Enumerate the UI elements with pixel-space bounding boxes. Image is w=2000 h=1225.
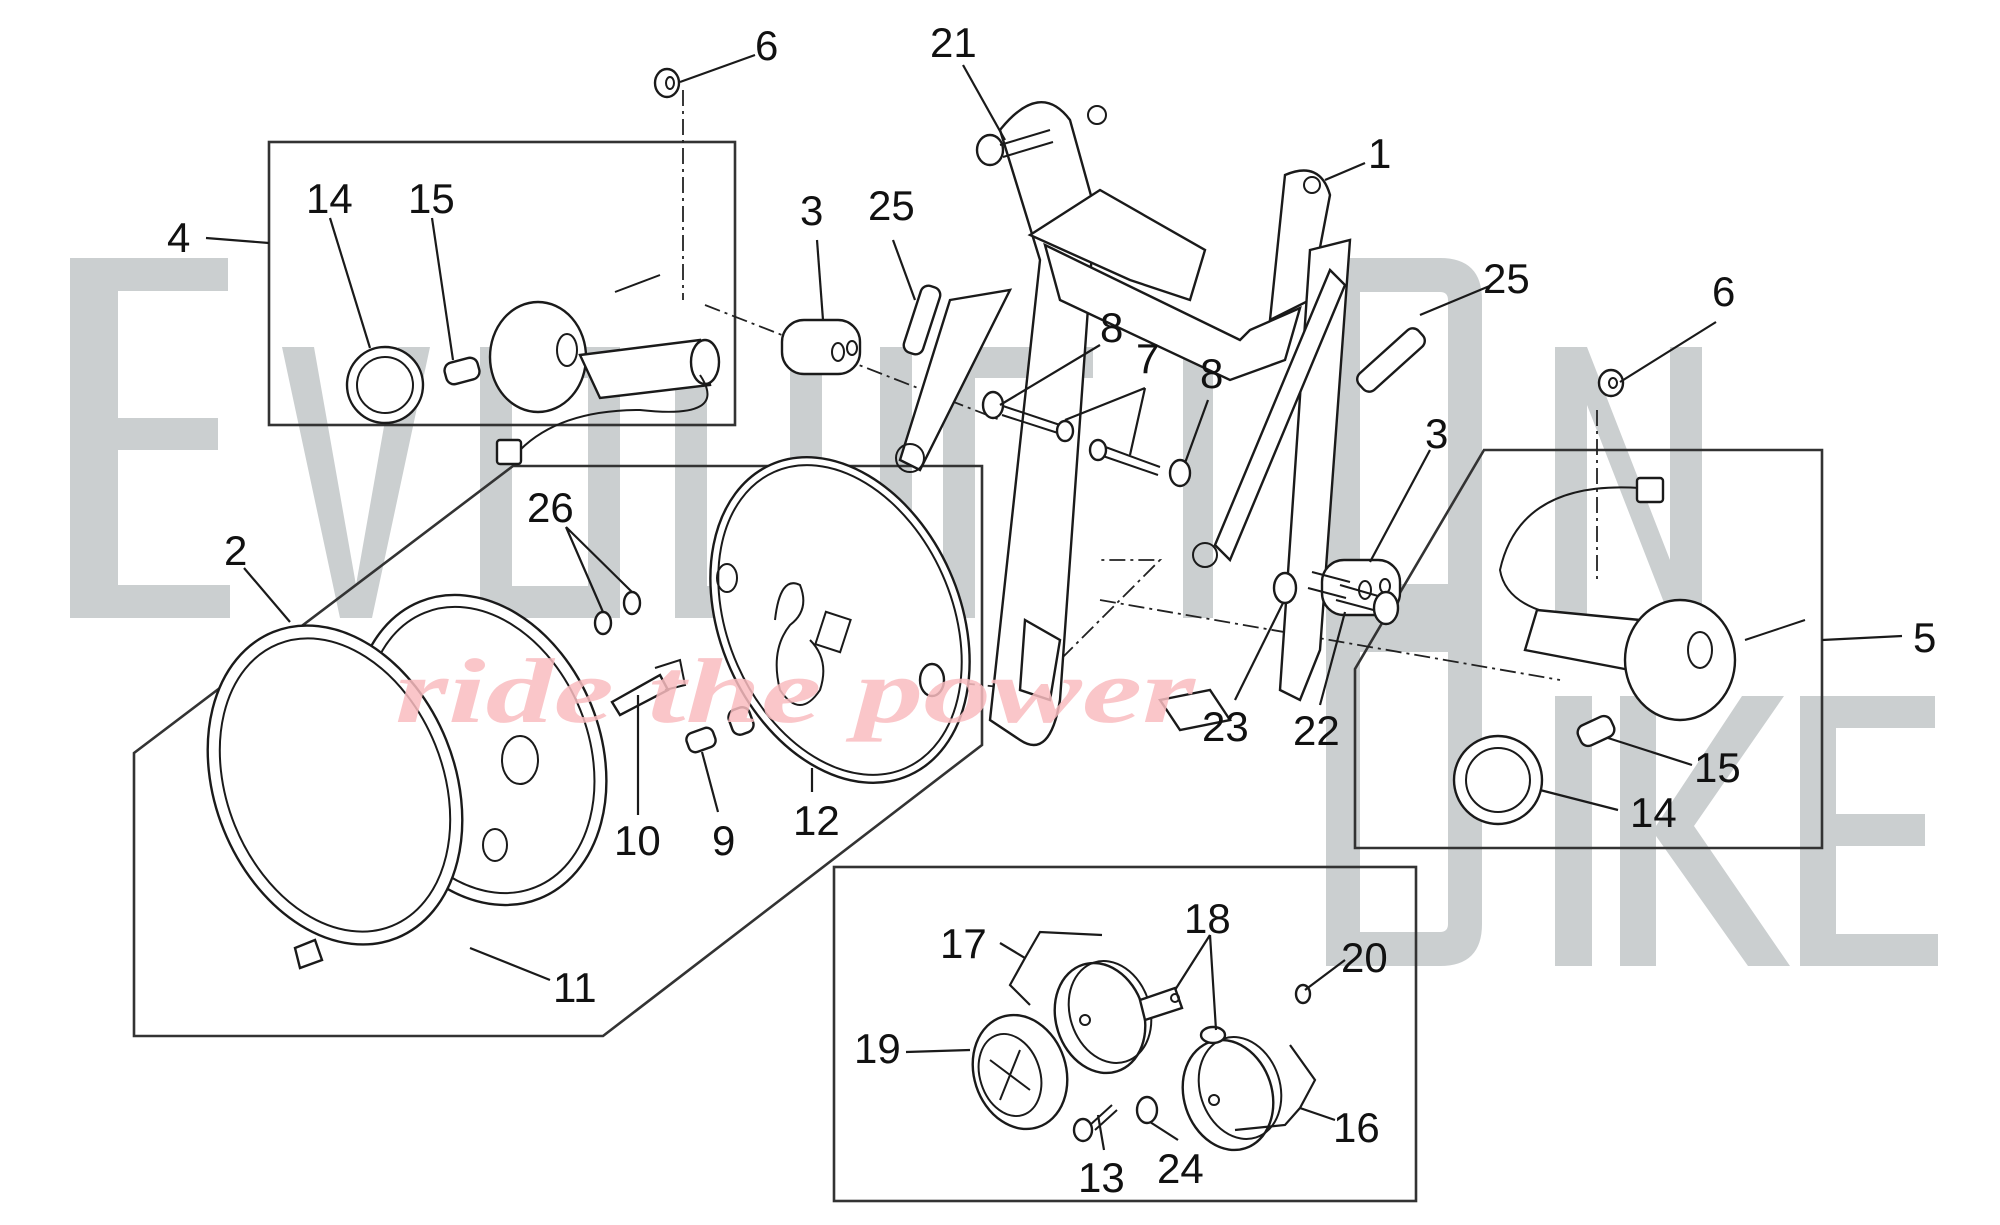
part-13-screw [1072,1104,1118,1143]
watermark-letter-e [70,258,230,618]
part-12-headlight-back-shell [709,456,971,784]
turn-signal-housing-left [488,300,588,414]
callout-2: 2 [224,527,247,574]
callout-25-left: 25 [868,182,915,229]
callout-10: 10 [614,817,661,864]
part-3-spacer-left [780,318,862,376]
part-9-parking-bulb [685,726,717,754]
callout-14-right: 14 [1630,789,1677,836]
callout-25-right: 25 [1483,255,1530,302]
centerline-right-signal [1099,410,1598,681]
callout-11: 11 [553,964,597,1011]
group-box-5 [1353,448,1824,850]
callout-labels: 1 2 3 3 4 5 6 6 7 8 8 9 10 11 12 13 14 1… [167,19,1936,1201]
callout-3-right: 3 [1425,410,1448,457]
callout-23: 23 [1202,703,1249,750]
part-16-horn-high [1181,1025,1283,1152]
part-6-nut-left [653,67,681,99]
callout-15-left: 15 [408,175,455,222]
part-14-lens-left [345,345,425,425]
callout-21: 21 [930,19,977,66]
callout-6-left: 6 [755,22,778,69]
callout-3-left: 3 [800,187,823,234]
callout-16: 16 [1333,1104,1380,1151]
group-box-4 [267,140,737,427]
part-23-washer [1272,571,1298,605]
watermark-letter-k [1620,696,1790,966]
part-19-horn-cover [971,1013,1069,1131]
callout-12: 12 [793,797,840,844]
callout-4: 4 [167,214,190,261]
part-22-bolt [1307,571,1351,599]
callout-15-right: 15 [1694,744,1741,791]
leader-lines [205,53,1903,1151]
callout-13: 13 [1078,1154,1125,1201]
callout-9: 9 [712,817,735,864]
part-25-rubber-pad-left [902,284,942,356]
callout-18: 18 [1184,895,1231,942]
watermark-letter-i2 [1555,696,1592,966]
centerline-headlight [929,559,1163,691]
part-15-bulb-right [1576,714,1616,748]
group-box-2 [132,464,984,1038]
callout-14-left: 14 [306,175,353,222]
turn-signal-housing-right [1623,598,1737,722]
right-turn-signal [1452,476,1806,826]
watermark-bike [1326,618,1938,966]
callout-8-right: 8 [1200,350,1223,397]
watermark-letter-l [675,347,770,618]
group-box-horns [832,865,1418,1203]
callout-26: 26 [527,484,574,531]
watermark-letter-e2 [1800,696,1938,966]
callout-6-right: 6 [1712,268,1735,315]
left-turn-signal [345,274,721,466]
callout-17: 17 [940,920,987,967]
part-22-bolt-body [1335,584,1400,626]
watermark-letter-n [1555,347,1702,618]
part-11-headlight-rim [206,624,464,946]
part-10-headlight-bulb [610,658,687,717]
headlight-assembly [206,456,971,970]
part-1-headlight-bracket [895,101,1352,747]
callout-20: 20 [1341,934,1388,981]
part-17-horn-low [1053,960,1184,1075]
watermark-letter-b [1326,618,1482,966]
watermark-ride-the-power: ride the power [395,640,1197,742]
part-7-screws [999,404,1161,476]
part-26-grommet-b [622,590,642,616]
part-25-rubber-pad-right [1356,327,1426,393]
callout-1: 1 [1368,130,1391,177]
part-8-washer-right [1168,458,1192,488]
part-15-bulb-left [443,356,481,386]
callout-19: 19 [854,1025,901,1072]
part-26-grommet-a [593,610,613,636]
horn-assembly [971,960,1312,1152]
callout-22: 22 [1293,707,1340,754]
part-24-washer [1135,1095,1159,1125]
callout-24: 24 [1157,1145,1204,1192]
part-21-bolt [975,129,1054,167]
part-6-nut-right [1597,368,1625,398]
part-14-lens-right [1452,734,1544,826]
callout-5: 5 [1913,614,1936,661]
part-8-washer-left [981,390,1005,420]
callout-8-left: 8 [1100,304,1123,351]
callout-7: 7 [1136,335,1159,382]
watermark-letter-i [1183,347,1213,618]
